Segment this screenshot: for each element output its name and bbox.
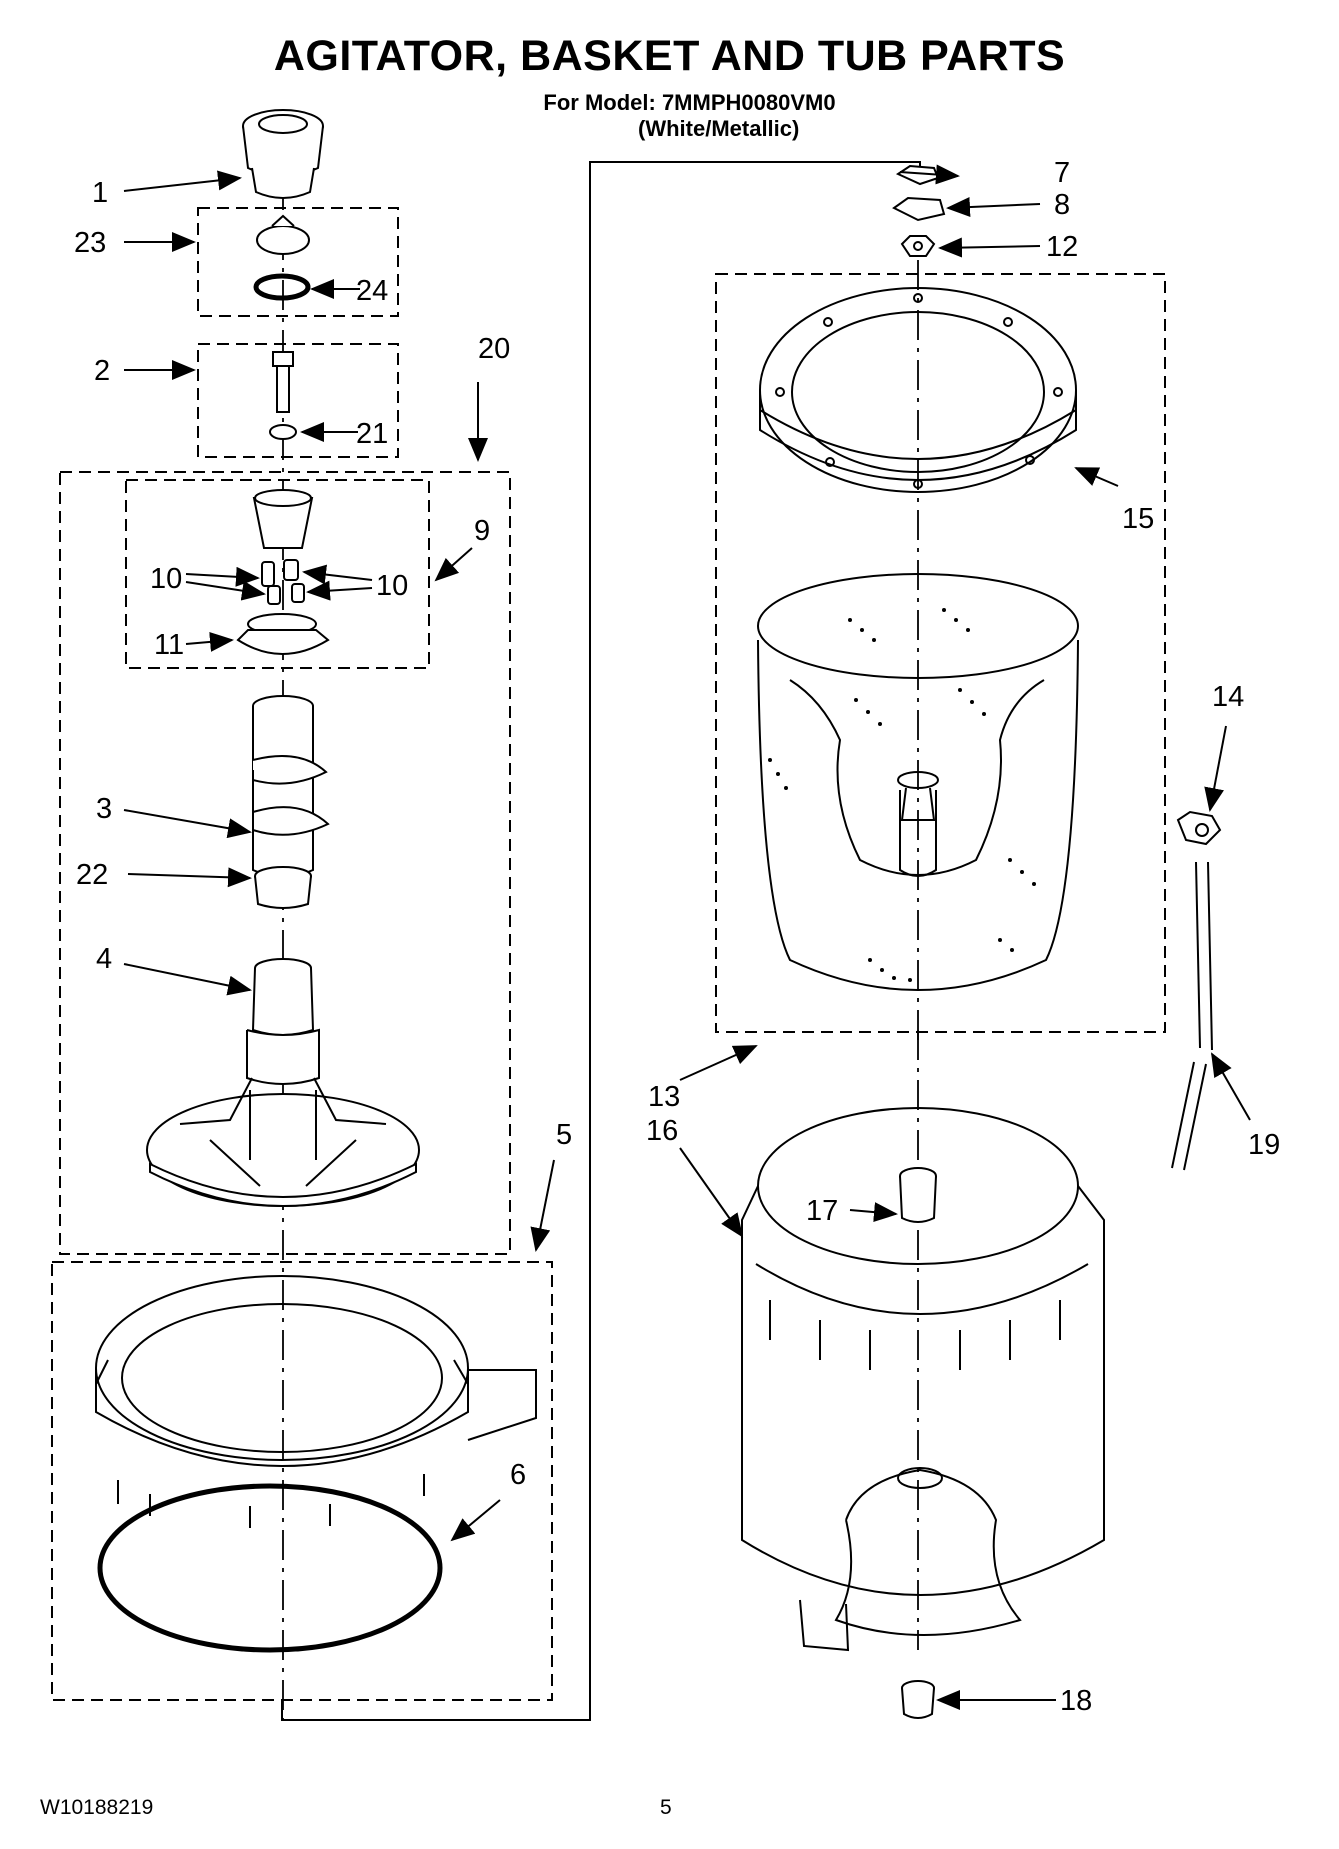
callout-8: 8 xyxy=(1054,189,1070,221)
part-18-plug xyxy=(901,1680,935,1719)
part-4-agitator-base xyxy=(146,958,420,1207)
callout-23: 23 xyxy=(74,227,106,259)
part-16-outer-tub xyxy=(741,1107,1105,1652)
callout-22: 22 xyxy=(76,859,108,891)
callout-19: 19 xyxy=(1248,1129,1280,1161)
part-8-plate xyxy=(892,196,946,222)
group-boxes xyxy=(51,207,1166,1701)
callout-10-left: 10 xyxy=(150,563,182,595)
box-agitator-group-20 xyxy=(59,471,511,1255)
part-24-o-ring xyxy=(253,273,311,301)
part-14-clamp xyxy=(1176,810,1222,846)
part-2-bolt xyxy=(272,351,294,413)
part-13-basket xyxy=(757,573,1079,991)
part-11-cam-base xyxy=(236,613,330,655)
part-6-seal-ring xyxy=(97,1483,443,1653)
box-cap-group-23 xyxy=(197,207,399,317)
box-tub-ring-group-5 xyxy=(51,1261,553,1701)
part-3-auger xyxy=(252,695,330,878)
callout-10-right: 10 xyxy=(376,570,408,602)
callout-17: 17 xyxy=(806,1195,838,1227)
callout-14: 14 xyxy=(1212,681,1244,713)
callout-3: 3 xyxy=(96,793,112,825)
callout-20: 20 xyxy=(478,333,510,365)
part-1-agitator-cap xyxy=(242,109,324,199)
part-15-balance-ring xyxy=(759,287,1077,493)
color-line: (White/Metallic) xyxy=(638,116,800,141)
part-22-bearing xyxy=(254,866,312,909)
assembly-path-line xyxy=(281,161,921,1721)
callout-11: 11 xyxy=(154,629,184,661)
callout-18: 18 xyxy=(1060,1685,1092,1717)
callout-1: 1 xyxy=(92,177,108,209)
part-21-washer xyxy=(269,424,297,440)
callout-15: 15 xyxy=(1122,503,1154,535)
callout-5: 5 xyxy=(556,1119,572,1151)
box-bolt-group-2 xyxy=(197,343,399,458)
part-19-hose xyxy=(1171,861,1213,1171)
part-10-dogs xyxy=(261,559,305,605)
callout-2: 2 xyxy=(94,355,110,387)
callout-7: 7 xyxy=(1054,157,1070,189)
callout-16: 16 xyxy=(646,1115,678,1147)
page-title: AGITATOR, BASKET AND TUB PARTS xyxy=(273,32,1066,80)
center-axes xyxy=(282,180,919,1720)
part-17-seal xyxy=(899,1167,937,1223)
callout-24: 24 xyxy=(356,275,388,307)
part-9-cam xyxy=(252,489,314,549)
page-number: 5 xyxy=(660,1796,672,1819)
callout-21: 21 xyxy=(356,418,388,450)
basket-perforations xyxy=(768,608,1036,982)
callout-12: 12 xyxy=(1046,231,1078,263)
callout-9: 9 xyxy=(474,515,490,547)
box-basket-group-13 xyxy=(715,273,1166,1033)
leader-arrows xyxy=(123,164,1251,1710)
part-12-nut xyxy=(900,235,936,257)
part-5-tub-ring xyxy=(95,1275,537,1528)
callout-4: 4 xyxy=(96,943,112,975)
model-line: For Model: 7MMPH0080VM0 xyxy=(543,90,836,115)
callout-13: 13 xyxy=(648,1081,680,1113)
document-code: W10188219 xyxy=(40,1796,154,1819)
part-23-cap-insert xyxy=(256,214,310,255)
callout-6: 6 xyxy=(510,1459,526,1491)
